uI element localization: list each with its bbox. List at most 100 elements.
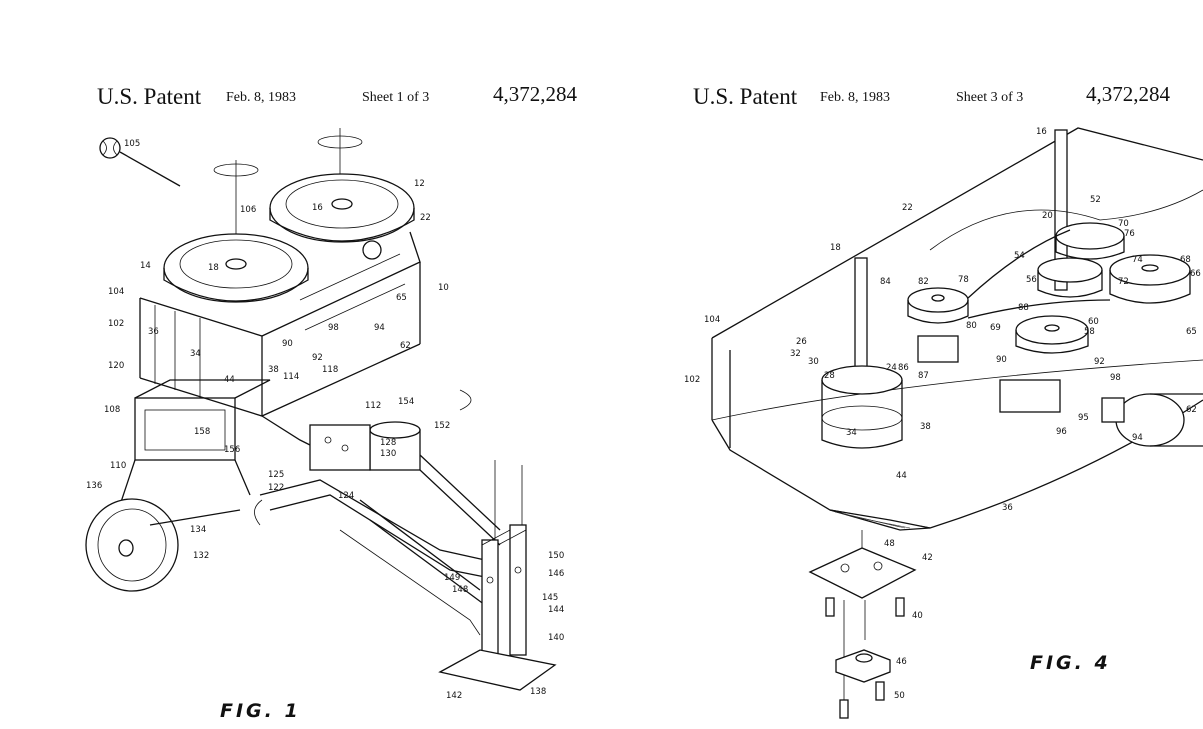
ref-label: 48 [884, 539, 895, 549]
ref-label: 92 [1094, 357, 1105, 367]
patent-number: 4,372,284 [493, 82, 577, 106]
ref-label: 32 [790, 349, 801, 359]
ref-label: 146 [548, 569, 564, 579]
ref-label: 66 [1190, 269, 1201, 279]
ref-label: 110 [110, 461, 126, 471]
ref-label: 84 [880, 277, 891, 287]
ref-label: 58 [1084, 327, 1095, 337]
figure-label: FIG. 1 [220, 700, 301, 722]
patent-brand: U.S. Patent [97, 84, 202, 109]
ref-label: 36 [1002, 503, 1013, 513]
top-plate-22 [711, 127, 1203, 448]
tow-arms [259, 454, 501, 636]
ref-label: 52 [1090, 195, 1101, 205]
ref-label: 65 [396, 293, 407, 303]
ref-label: 94 [1132, 433, 1143, 443]
ref-label: 50 [894, 691, 905, 701]
ref-label: 72 [1118, 277, 1129, 287]
fig-4-drawing: 16 22 52 20 70 76 18 84 82 78 54 74 68 6… [684, 127, 1203, 719]
ref-label: 142 [446, 691, 462, 701]
ref-label: 124 [338, 491, 354, 501]
ref-label: 108 [104, 405, 120, 415]
bracket-block [917, 335, 959, 363]
sheet-number: Sheet 3 of 3 [956, 90, 1024, 105]
ref-label: 22 [420, 213, 431, 223]
ref-label: 87 [918, 371, 929, 381]
motor-152 [309, 421, 421, 471]
drive-belt [967, 229, 1111, 319]
ref-label: 90 [282, 339, 293, 349]
motor-62 [1101, 393, 1203, 447]
pulley-56 [1037, 257, 1103, 298]
ref-label: 28 [824, 371, 835, 381]
patent-brand: U.S. Patent [693, 84, 798, 109]
patent-date: Feb. 8, 1983 [820, 90, 890, 105]
wire-22 [929, 189, 1203, 251]
ref-label: 94 [374, 323, 385, 333]
reference-labels: 16 22 52 20 70 76 18 84 82 78 54 74 68 6… [684, 127, 1201, 701]
ref-label: 16 [1036, 127, 1047, 137]
ref-label: 68 [1180, 255, 1191, 265]
ref-label: 60 [1088, 317, 1099, 327]
ref-label: 18 [830, 243, 841, 253]
shafts [854, 129, 1068, 369]
sheet-header: U.S. Patent Feb. 8, 1983 Sheet 1 of 3 4,… [0, 82, 600, 114]
ref-label: 118 [322, 365, 338, 375]
ref-label: 40 [912, 611, 923, 621]
frame-108 [119, 379, 321, 511]
ref-label: 82 [918, 277, 929, 287]
patent-date: Feb. 8, 1983 [226, 90, 296, 105]
ref-label: 78 [958, 275, 969, 285]
patent-sheet-1: U.S. Patent Feb. 8, 1983 Sheet 1 of 3 4,… [0, 0, 600, 729]
pitching-wheel-14 [163, 233, 309, 303]
mount-plate-42 [808, 530, 917, 599]
sheet-number: Sheet 1 of 3 [362, 90, 430, 105]
ground-wheel-132 [85, 498, 241, 592]
arrow-curl [459, 389, 472, 411]
ref-label: 156 [224, 445, 240, 455]
ref-label: 125 [268, 470, 284, 480]
ref-label: 56 [1026, 275, 1037, 285]
pulley-68 [1109, 254, 1191, 304]
ref-label: 70 [1118, 219, 1129, 229]
lower-plate-36 [711, 359, 1203, 531]
ref-label: 44 [896, 471, 907, 481]
ball-105 [99, 137, 181, 187]
ref-label: 69 [990, 323, 1001, 333]
ref-label: 16 [312, 203, 323, 213]
ref-label: 34 [190, 349, 201, 359]
ref-label: 140 [548, 633, 564, 643]
ref-label: 96 [1056, 427, 1067, 437]
ref-label: 114 [283, 372, 299, 382]
ref-label: 98 [1110, 373, 1121, 383]
pulley-78 [907, 287, 969, 324]
ref-label: 80 [966, 321, 977, 331]
ref-label: 150 [548, 551, 564, 561]
ref-label: 30 [808, 357, 819, 367]
reference-labels: 105 106 12 16 22 18 14 10 104 102 36 34 … [86, 139, 564, 701]
ref-label: 98 [328, 323, 339, 333]
ref-label: 145 [542, 593, 558, 603]
ref-label: 130 [380, 449, 396, 459]
ref-label: 54 [1014, 251, 1025, 261]
ref-label: 18 [208, 263, 219, 273]
ref-label: 102 [684, 375, 700, 385]
ref-label: 90 [996, 355, 1007, 365]
patent-number: 4,372,284 [1086, 82, 1170, 106]
ref-label: 26 [796, 337, 807, 347]
collar-46 [835, 649, 891, 683]
ref-label: 86 [898, 363, 909, 373]
ref-label: 120 [108, 361, 124, 371]
fig-1-drawing: 105 106 12 16 22 18 14 10 104 102 36 34 … [85, 128, 564, 701]
ref-label: 95 [1078, 413, 1089, 423]
ref-label: 12 [414, 179, 425, 189]
arrow-curl [254, 499, 263, 526]
ref-label: 149 [444, 573, 460, 583]
ref-label: 38 [920, 422, 931, 432]
ref-label: 104 [704, 315, 720, 325]
patent-sheet-3: U.S. Patent Feb. 8, 1983 Sheet 3 of 3 4,… [600, 0, 1203, 729]
ref-label: 112 [365, 401, 381, 411]
figure-label: FIG. 4 [1030, 652, 1111, 674]
ref-label: 74 [1132, 255, 1143, 265]
ref-label: 36 [148, 327, 159, 337]
